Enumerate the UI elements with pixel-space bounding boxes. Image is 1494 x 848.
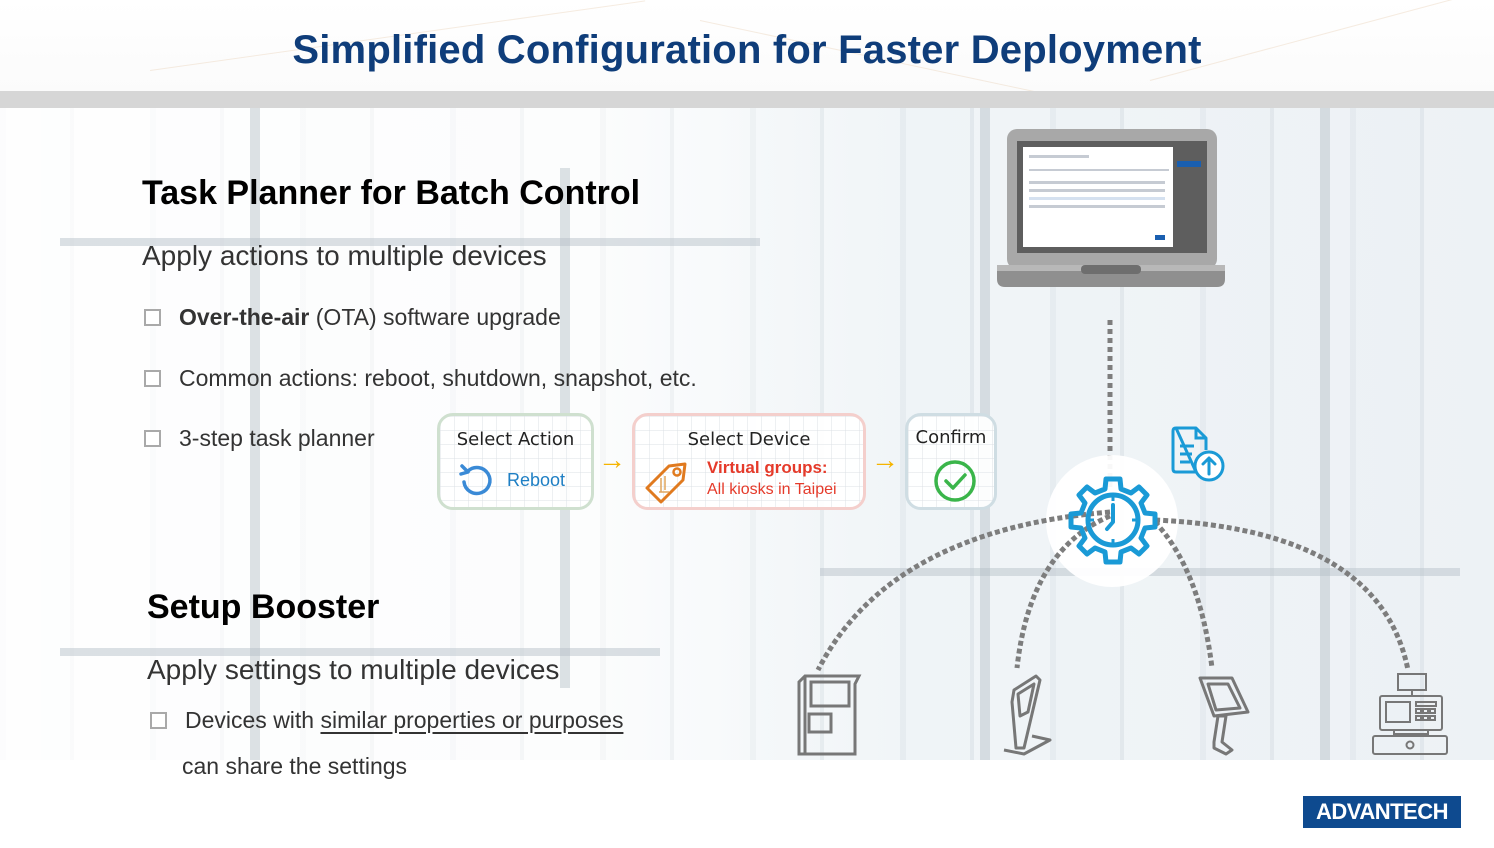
step-confirm: Confirm xyxy=(905,413,997,510)
bullet-task-planner: 3-step task planner xyxy=(144,425,375,452)
bullet-text: Common actions: reboot, shutdown, snapsh… xyxy=(179,365,697,391)
task-planner-subheading: Apply actions to multiple devices xyxy=(142,240,547,271)
advantech-logo: ADVANTECH xyxy=(1303,796,1461,828)
step-title: Select Device xyxy=(687,429,811,450)
title-separator xyxy=(0,91,1494,108)
bullet-box-icon xyxy=(144,309,161,326)
bullet-text: 3-step task planner xyxy=(179,425,375,451)
tablet-kiosk-icon xyxy=(1198,676,1250,756)
bullet-box-icon xyxy=(150,712,167,729)
device-connectors xyxy=(815,509,1411,672)
bullet-ota: Over-the-air (OTA) software upgrade xyxy=(144,304,561,331)
gear-clock-icon xyxy=(1068,476,1158,565)
file-upload-icon xyxy=(1171,426,1225,482)
bullet-underlined-text: similar properties or purposes xyxy=(320,707,624,733)
bullet-box-icon xyxy=(144,370,161,387)
connector-line xyxy=(1107,320,1113,490)
step-select-action: Select Action Reboot xyxy=(437,413,594,510)
bullet-common-actions: Common actions: reboot, shutdown, snapsh… xyxy=(144,365,697,392)
setup-booster-subheading: Apply settings to multiple devices xyxy=(147,654,560,685)
laptop-icon xyxy=(997,129,1225,287)
bullet-box-icon xyxy=(144,430,161,447)
page-title: Simplified Configuration for Faster Depl… xyxy=(292,28,1202,72)
bullet-text: Devices with xyxy=(185,707,321,733)
title-band xyxy=(0,0,1494,105)
pos-terminal-icon xyxy=(1372,673,1448,755)
step-select-device: Select Device Virtual groups: All kiosks… xyxy=(632,413,866,510)
task-planner-heading: Task Planner for Batch Control xyxy=(142,174,641,212)
bullet-bold: Over-the-air xyxy=(179,304,310,330)
bullet-continuation: can share the settings xyxy=(182,753,408,779)
step-title: Select Action xyxy=(456,429,575,450)
arrow-right-icon: → xyxy=(598,444,626,475)
step-value-line1: Virtual groups: xyxy=(707,458,828,477)
bullet-text: (OTA) software upgrade xyxy=(309,304,561,330)
setup-booster-heading: Setup Booster xyxy=(147,588,380,626)
reboot-icon xyxy=(459,464,492,496)
arrow-right-icon: → xyxy=(871,444,899,475)
step-value-line2: All kiosks in Taipei xyxy=(707,481,837,498)
tag-icon xyxy=(645,462,687,504)
atm-kiosk-icon xyxy=(797,674,862,756)
step-value: Reboot xyxy=(507,470,566,490)
bullet-similar-devices: Devices with similar properties or purpo… xyxy=(150,707,623,734)
check-circle-icon xyxy=(934,460,976,502)
step-title: Confirm xyxy=(915,427,987,448)
standing-kiosk-icon xyxy=(1003,674,1052,756)
